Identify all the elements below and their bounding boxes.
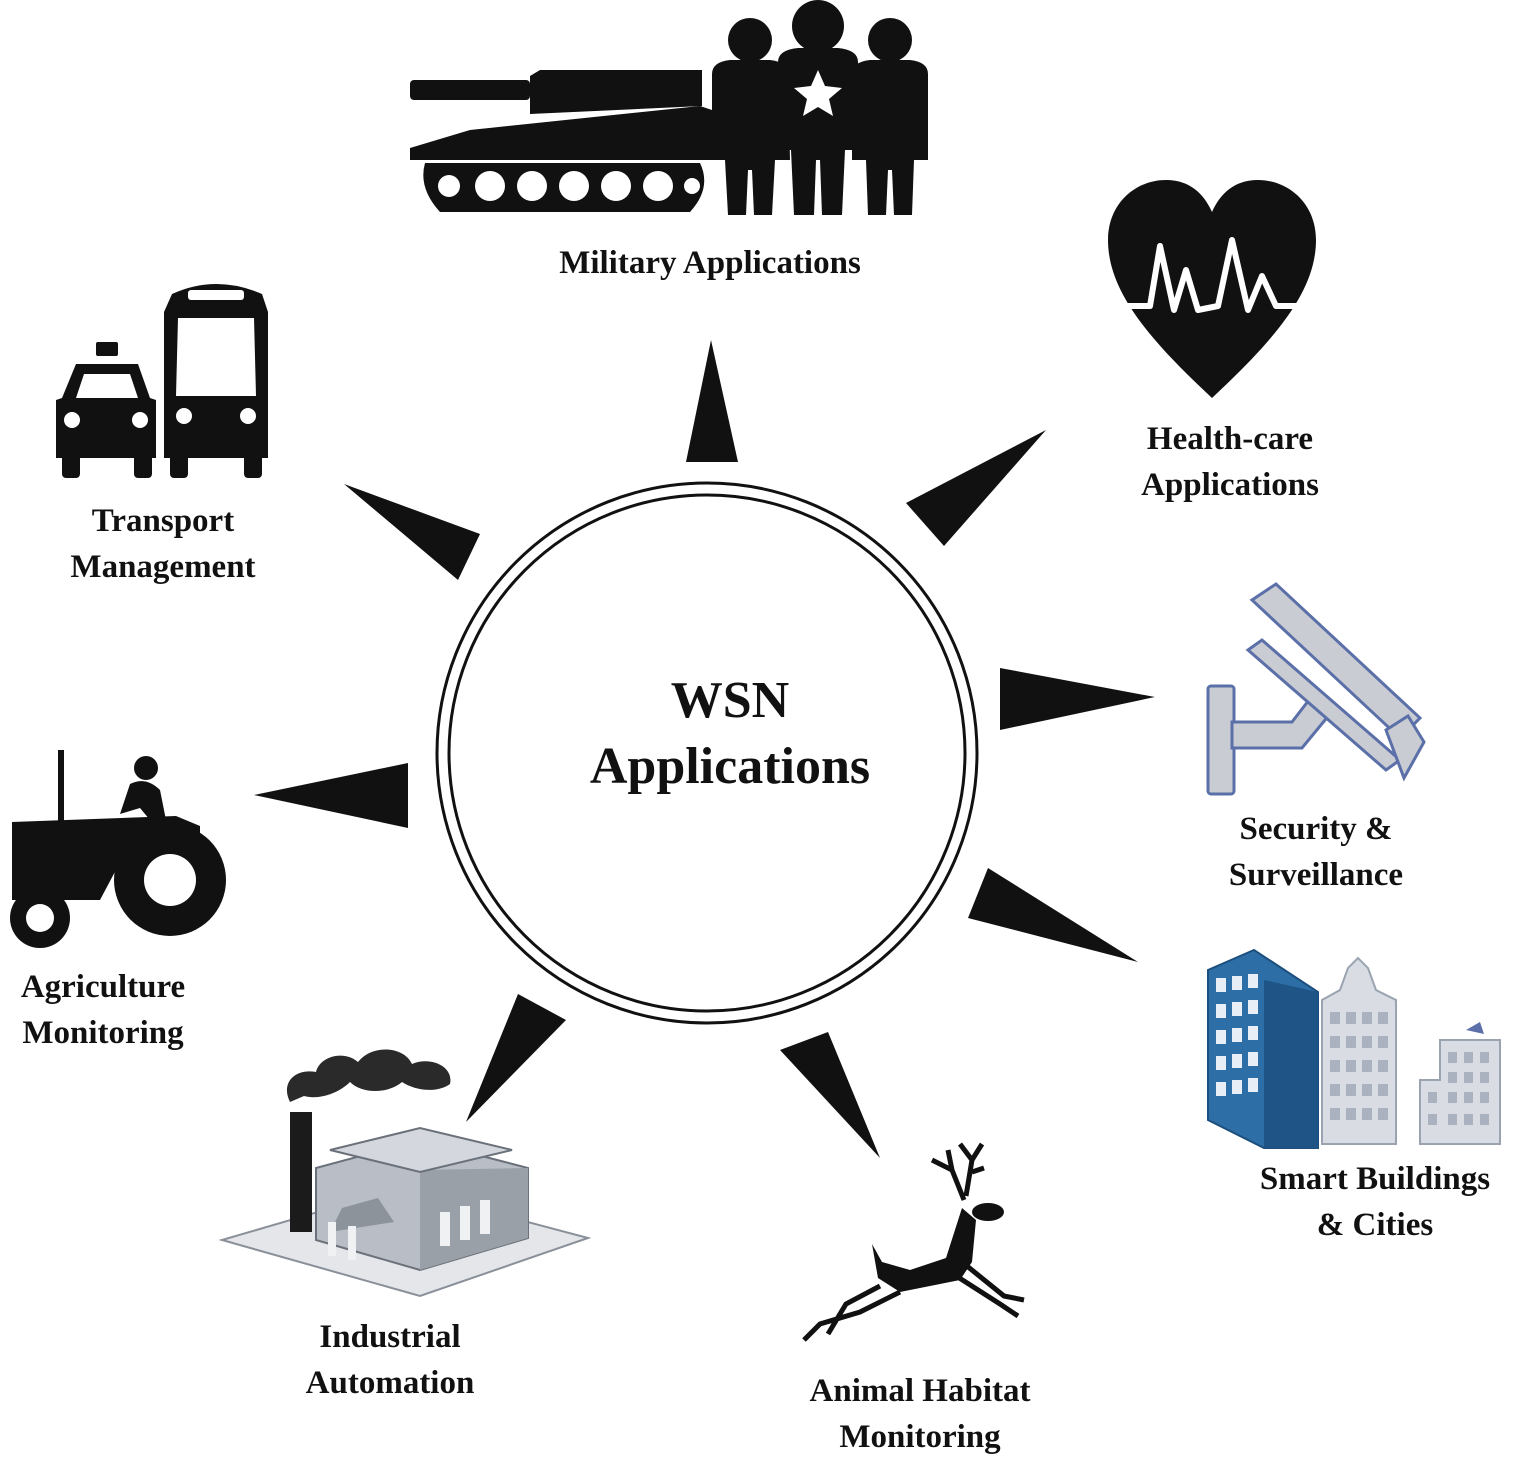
label-health-line1: Health-care xyxy=(1146,421,1314,457)
label-military: Military Applications xyxy=(520,240,900,286)
label-military-line1: Military Applications xyxy=(559,245,861,281)
label-transport: Transport Management xyxy=(50,498,276,590)
deer-icon xyxy=(802,1142,1025,1342)
label-security-line2: Surveillance xyxy=(1228,857,1404,893)
center-circle xyxy=(435,481,979,1025)
label-industrial: Industrial Automation xyxy=(280,1314,500,1406)
arrow-animal xyxy=(780,1032,880,1158)
bus-icon xyxy=(164,284,268,478)
arrow-industrial xyxy=(466,994,566,1122)
label-industrial-line2: Automation xyxy=(305,1365,475,1401)
label-transport-line2: Management xyxy=(70,549,256,585)
security-camera-icon xyxy=(1206,582,1426,796)
arrow-security xyxy=(1000,668,1155,730)
label-smart-line2: & Cities xyxy=(1316,1207,1434,1243)
arrow-health xyxy=(906,430,1046,546)
factory-icon xyxy=(218,1049,592,1298)
center-title-line1: WSN xyxy=(670,672,790,729)
pointer-arrows xyxy=(254,340,1155,1158)
arrow-military xyxy=(686,340,738,462)
label-security-line1: Security & xyxy=(1239,811,1393,847)
buildings-icon xyxy=(1207,948,1501,1149)
label-smart: Smart Buildings & Cities xyxy=(1230,1156,1520,1248)
label-agriculture-line1: Agriculture xyxy=(20,969,186,1005)
label-animal: Animal Habitat Monitoring xyxy=(780,1368,1060,1460)
label-animal-line2: Monitoring xyxy=(839,1419,1001,1455)
center-title: WSN Applications xyxy=(560,668,900,800)
label-health-line2: Applications xyxy=(1141,467,1319,503)
heart-pulse-icon xyxy=(1108,180,1316,398)
label-animal-line1: Animal Habitat xyxy=(809,1373,1031,1409)
label-transport-line1: Transport xyxy=(91,503,235,539)
label-security: Security & Surveillance xyxy=(1196,806,1436,898)
arrow-transport xyxy=(344,484,480,580)
tractor-icon xyxy=(10,750,226,948)
arrow-smart xyxy=(968,868,1138,962)
center-title-line2: Applications xyxy=(589,738,871,795)
taxi-icon xyxy=(56,342,156,478)
label-industrial-line1: Industrial xyxy=(319,1319,461,1355)
arrow-agriculture xyxy=(254,763,408,828)
label-agriculture: Agriculture Monitoring xyxy=(0,964,206,1056)
tank-icon xyxy=(410,70,712,212)
label-agriculture-line2: Monitoring xyxy=(22,1015,184,1051)
soldiers-icon xyxy=(712,0,928,215)
label-smart-line1: Smart Buildings xyxy=(1259,1161,1491,1197)
label-health: Health-care Applications xyxy=(1110,416,1350,508)
